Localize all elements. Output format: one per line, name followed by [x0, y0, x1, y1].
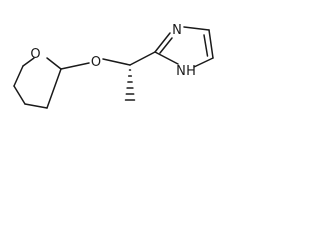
- bond-oether-cstar: [102, 58, 131, 66]
- bond-o1-c6: [22, 57, 35, 67]
- hashed-wedge-methyl: [124, 69, 136, 101]
- bond-c4-c3: [24, 103, 48, 109]
- bond-n3-c4: [183, 26, 210, 31]
- bond-c4-c5: [208, 29, 214, 59]
- bond-c4-c5-double: [203, 34, 209, 57]
- imidazole-n3-label: N: [172, 23, 182, 38]
- molecule-drawing: O O N N H: [13, 23, 214, 109]
- imidazole-n1-hydrogen-label: H: [186, 64, 196, 79]
- bond-c5-c4: [13, 85, 26, 105]
- bond-c2-oether: [60, 62, 90, 70]
- ether-linkage: [60, 58, 131, 70]
- structure-canvas: O O N N H: [0, 0, 246, 136]
- ether-oxygen-label: O: [91, 55, 101, 70]
- bond-c2-n3-double: [159, 37, 173, 54]
- ring-oxygen-label: O: [30, 47, 40, 62]
- tetrahydropyran-ring: [13, 57, 62, 109]
- bond-cstar-imc2: [129, 51, 156, 66]
- bond-c3-c2: [46, 68, 62, 109]
- bond-c2-o1: [46, 57, 62, 70]
- bond-c6-c5: [13, 65, 24, 87]
- bond-c2-n3: [154, 32, 171, 53]
- bond-n1-c2: [154, 51, 179, 65]
- atom-labels: O O N N H: [30, 23, 196, 79]
- bond-c5-n1: [193, 57, 214, 68]
- imidazole-n1-label: N: [176, 64, 186, 79]
- imidazole-ring: [154, 26, 214, 68]
